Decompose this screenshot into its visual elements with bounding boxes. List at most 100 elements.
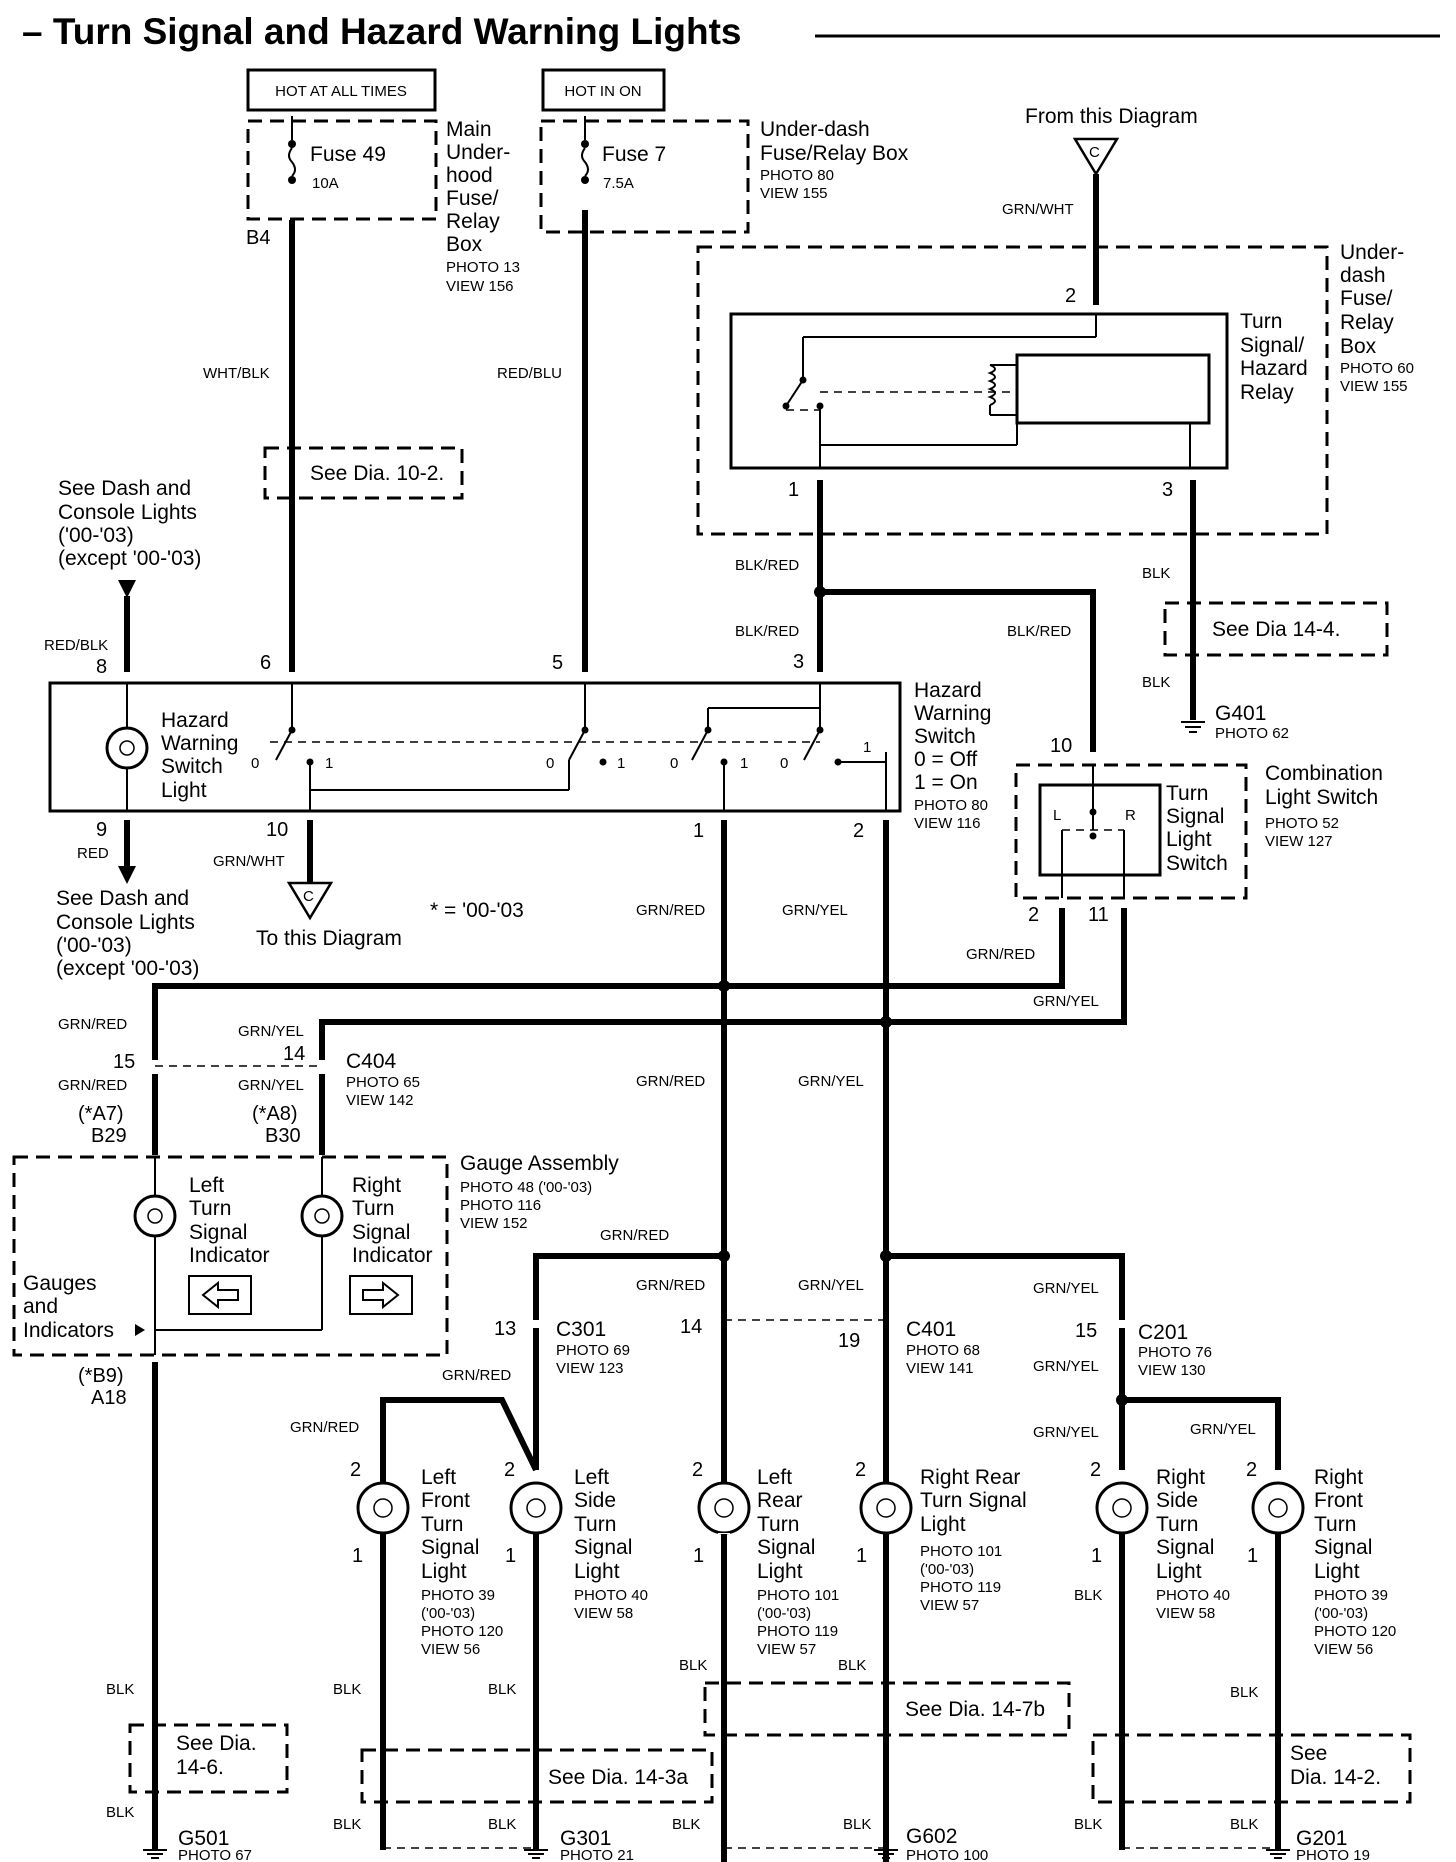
svg-text:0: 0: [251, 755, 259, 772]
splice-grn-yel-bus: [880, 1016, 892, 1028]
wire-label-blk-4: BLK: [488, 1681, 516, 1698]
connector-c-from: C: [1072, 137, 1120, 177]
wire-label-blk-5: BLK: [679, 1657, 707, 1674]
ground-g201-icon: [1266, 1849, 1290, 1859]
svg-text:Dia. 14-2.: Dia. 14-2.: [1290, 1766, 1381, 1789]
svg-text:Box: Box: [446, 233, 483, 256]
svg-text:PHOTO 40: PHOTO 40: [574, 1587, 648, 1604]
svg-text:Under-dash: Under-dash: [760, 118, 870, 141]
c401-photo: PHOTO 68: [906, 1342, 980, 1359]
svg-text:2: 2: [504, 1459, 515, 1481]
svg-text:PHOTO 39: PHOTO 39: [1314, 1587, 1388, 1604]
right-side-turn-light: 2 1 Right Side Turn Signal Light PHOTO 4…: [1090, 1459, 1230, 1622]
svg-text:0: 0: [546, 755, 554, 772]
svg-text:1: 1: [1091, 1545, 1102, 1567]
relay-pin-1: 1: [788, 479, 799, 501]
svg-text:Hazard: Hazard: [1240, 357, 1308, 380]
wire-label-grn-yel-8: GRN/YEL: [1190, 1421, 1256, 1438]
wire-label-blk-1: BLK: [1142, 565, 1170, 582]
svg-text:C: C: [1089, 144, 1100, 161]
wire-label-grn-red-5: GRN/RED: [442, 1367, 511, 1384]
svg-text:L: L: [1053, 807, 1061, 824]
right-front-turn-light: 2 1 Right Front Turn Signal Light PHOTO …: [1246, 1459, 1396, 1658]
svg-text:PHOTO 40: PHOTO 40: [1156, 1587, 1230, 1604]
hazard-pin-8: 8: [96, 656, 107, 678]
svg-text:1: 1: [505, 1545, 516, 1567]
svg-text:and: and: [23, 1295, 58, 1318]
see-dia-14-2: See Dia. 14-2.: [1091, 1733, 1412, 1804]
svg-text:Indicator: Indicator: [189, 1244, 270, 1267]
ground-g401-photo: PHOTO 62: [1215, 725, 1289, 742]
svg-text:See Dash and: See Dash and: [56, 887, 189, 910]
svg-text:R: R: [1125, 807, 1136, 824]
svg-text:Turn: Turn: [1314, 1513, 1356, 1536]
wire-label-grn-yel-7: GRN/YEL: [1033, 1424, 1099, 1441]
svg-text:Console Lights: Console Lights: [56, 911, 195, 934]
svg-text:Right Rear: Right Rear: [920, 1466, 1020, 1489]
hazard-warning-switch: [48, 681, 902, 813]
wire-label-grn-red-combo: GRN/RED: [966, 946, 1035, 963]
svg-text:0 = Off: 0 = Off: [914, 748, 977, 771]
c301-pin-13: 13: [494, 1318, 516, 1340]
turn-signal-light-switch-label: Turn Signal Light Switch: [1166, 782, 1228, 875]
svg-text:HOT IN ON: HOT IN ON: [564, 83, 641, 100]
svg-text:Console Lights: Console Lights: [58, 501, 197, 524]
svg-text:1: 1: [740, 755, 748, 772]
wire-grn-red-c301: [533, 1253, 724, 1320]
svg-text:See Dia. 14-7b: See Dia. 14-7b: [905, 1698, 1045, 1721]
wire-label-blk-11: BLK: [672, 1816, 700, 1833]
svg-text:0: 0: [670, 755, 678, 772]
svg-text:1: 1: [325, 755, 333, 772]
svg-text:VIEW 57: VIEW 57: [757, 1641, 816, 1658]
c401-pin-14: 14: [680, 1316, 702, 1338]
svg-text:Light: Light: [161, 779, 207, 802]
left-side-turn-light: 2 1 Left Side Turn Signal Light PHOTO 40…: [504, 1459, 648, 1622]
arrow-in-red-blk: [118, 580, 136, 598]
svg-text:Signal: Signal: [189, 1221, 247, 1244]
see-dia-14-3a: See Dia. 14-3a: [360, 1748, 714, 1804]
svg-text:VIEW 155: VIEW 155: [1340, 378, 1408, 395]
svg-text:10A: 10A: [312, 175, 339, 192]
hot-in-on-box: HOT IN ON: [541, 68, 666, 112]
right-arrow-icon: [362, 1280, 400, 1310]
wire-label-blk-3: BLK: [333, 1681, 361, 1698]
svg-text:Indicators: Indicators: [23, 1319, 114, 1342]
connector-c-to: C: [286, 881, 334, 921]
svg-text:Light: Light: [1156, 1560, 1202, 1583]
svg-text:14-6.: 14-6.: [176, 1756, 224, 1779]
svg-text:Indicator: Indicator: [352, 1244, 433, 1267]
combo-pin-10: 10: [1050, 735, 1072, 757]
svg-text:Front: Front: [421, 1489, 470, 1512]
wire-label-grn-red-6: GRN/RED: [290, 1419, 359, 1436]
relay-pin-3: 3: [1162, 479, 1173, 501]
svg-text:See Dia. 10-2.: See Dia. 10-2.: [310, 462, 444, 485]
svg-text:Side: Side: [574, 1489, 616, 1512]
wire-label-grn-yel-5: GRN/YEL: [1033, 1280, 1099, 1297]
svg-text:Relay: Relay: [1340, 311, 1394, 334]
svg-text:Main: Main: [446, 118, 492, 141]
svg-text:PHOTO 52: PHOTO 52: [1265, 815, 1339, 832]
wire-label-blk-red-3: BLK/RED: [1007, 623, 1071, 640]
from-this-diagram-label: From this Diagram: [1025, 105, 1198, 128]
wire-label-grn-yel-gauge: GRN/YEL: [238, 1077, 304, 1094]
ground-g501: G501: [178, 1827, 229, 1850]
c201-view: VIEW 130: [1138, 1362, 1206, 1379]
ground-g301-photo: PHOTO 21: [560, 1847, 634, 1862]
svg-text:Right: Right: [1314, 1466, 1363, 1489]
see-dia-10-2: See Dia. 10-2.: [263, 446, 464, 500]
wire-label-grn-red-2: GRN/RED: [600, 1227, 669, 1244]
svg-text:Fuse/: Fuse/: [1340, 287, 1393, 310]
wire-label-grn-yel-left: GRN/YEL: [238, 1023, 304, 1040]
wire-label-grn-red-1: GRN/RED: [636, 902, 705, 919]
svg-text:Turn: Turn: [574, 1513, 616, 1536]
see-dia-14-4: See Dia 14-4.: [1163, 601, 1389, 657]
hazard-light-label: Hazard Warning Switch Light: [161, 709, 238, 802]
wire-grn-yel-bus: [319, 908, 1127, 1060]
wire-label-grn-red-gauge: GRN/RED: [58, 1077, 127, 1094]
wire-label-grn-yel-combo: GRN/YEL: [1033, 993, 1099, 1010]
svg-text:1: 1: [693, 1545, 704, 1567]
combination-switch-label: Combination Light Switch PHOTO 52 VIEW 1…: [1265, 762, 1383, 850]
left-rear-turn-light: 2 1 Left Rear Turn Signal Light PHOTO 10…: [692, 1459, 839, 1658]
hazard-pin-2: 2: [853, 820, 864, 842]
svg-text:VIEW 127: VIEW 127: [1265, 833, 1333, 850]
